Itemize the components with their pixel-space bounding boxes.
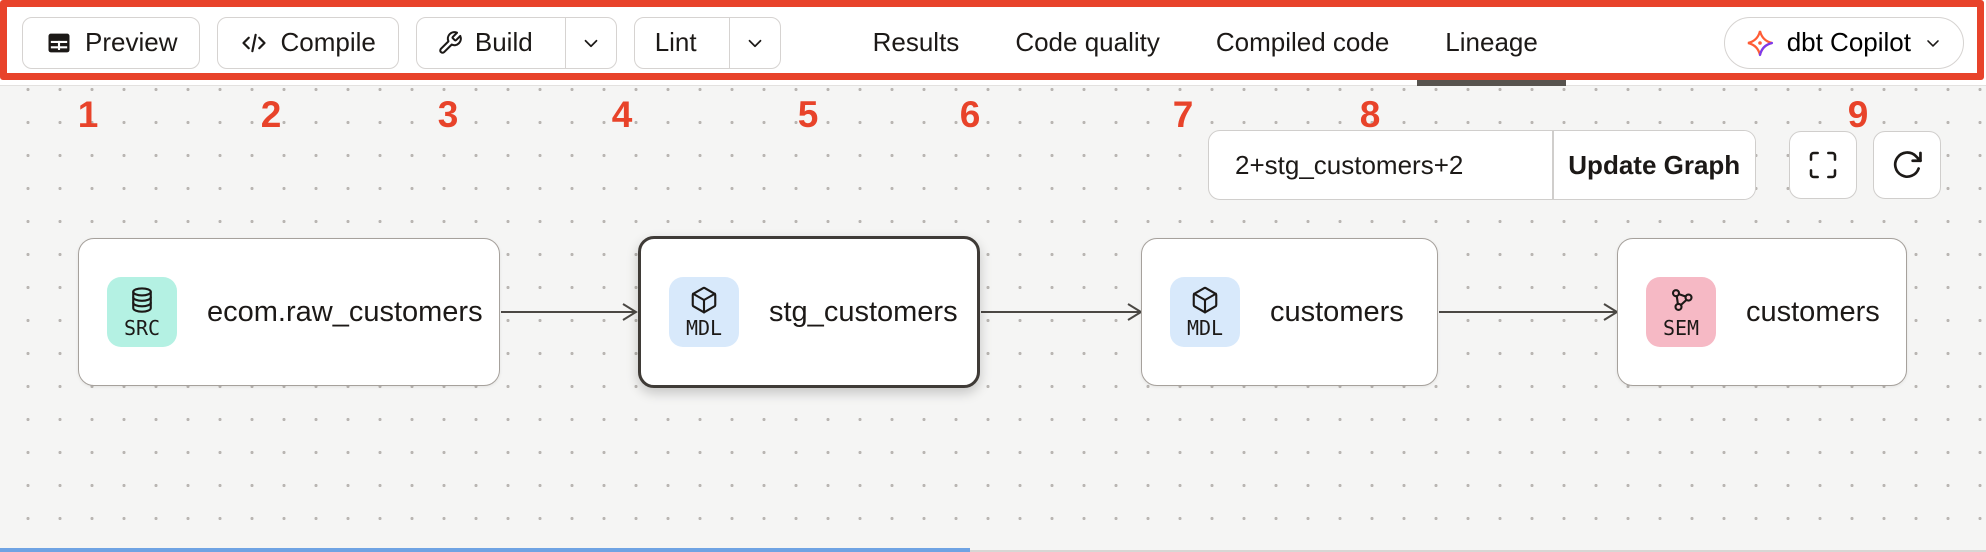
chevron-down-icon [1923, 33, 1943, 53]
tab-code-quality-label: Code quality [1015, 27, 1160, 57]
refresh-button[interactable] [1873, 131, 1941, 199]
divider [1552, 131, 1554, 199]
build-button[interactable]: Build [417, 18, 553, 68]
tab-lineage-label: Lineage [1445, 27, 1538, 57]
node-badge-label: SRC [123, 316, 161, 340]
tab-lineage[interactable]: Lineage [1417, 0, 1566, 86]
preview-button-label: Preview [85, 27, 178, 57]
model-badge: MDL [669, 277, 739, 347]
update-graph-button[interactable]: Update Graph [1553, 131, 1755, 199]
annotation-number: 1 [77, 94, 99, 135]
source-badge: SRC [107, 277, 177, 347]
tab-results-label: Results [872, 27, 960, 57]
lineage-node-stg-customers[interactable]: MDL stg_customers [638, 236, 980, 388]
annotation-number: 8 [1359, 94, 1381, 135]
node-badge-label: MDL [685, 316, 723, 340]
annotation-number: 6 [959, 94, 981, 135]
lineage-node-customers-semantic[interactable]: SEM customers [1617, 238, 1907, 386]
lineage-selector-group: Update Graph [1208, 130, 1756, 200]
build-dropdown-button[interactable] [564, 17, 616, 68]
tab-code-quality[interactable]: Code quality [987, 0, 1188, 86]
build-split-button: Build [415, 16, 617, 69]
annotation-number: 3 [437, 94, 459, 135]
tab-compiled-code[interactable]: Compiled code [1188, 0, 1417, 86]
code-icon [240, 29, 268, 57]
lint-button[interactable]: Lint [635, 18, 717, 68]
tab-results[interactable]: Results [845, 0, 988, 86]
compile-button[interactable]: Compile [217, 16, 399, 69]
chevron-down-icon [744, 32, 766, 54]
table-icon [45, 29, 73, 57]
wrench-icon [437, 30, 463, 56]
lineage-node-source[interactable]: SRC ecom.raw_customers [78, 238, 500, 386]
fullscreen-icon [1807, 149, 1839, 181]
model-badge: MDL [1170, 277, 1240, 347]
editor-toolbar: Preview Compile Build [0, 0, 1986, 86]
dbt-logo-icon [1745, 28, 1775, 58]
lineage-selector-input[interactable] [1209, 131, 1552, 199]
node-label: customers [1270, 295, 1404, 328]
node-badge-label: SEM [1662, 316, 1700, 340]
annotation-number: 5 [797, 94, 819, 135]
lint-dropdown-button[interactable] [728, 17, 780, 68]
database-icon [127, 285, 157, 315]
preview-button[interactable]: Preview [22, 16, 201, 69]
compile-button-label: Compile [280, 27, 376, 57]
bottom-border [0, 550, 1986, 552]
lint-button-label: Lint [654, 27, 697, 57]
node-label: stg_customers [769, 295, 958, 328]
semantic-model-icon [1666, 285, 1696, 315]
node-label: ecom.raw_customers [207, 295, 483, 328]
dbt-copilot-label: dbt Copilot [1786, 27, 1911, 57]
lint-split-button: Lint [633, 16, 781, 69]
build-button-label: Build [474, 27, 533, 57]
annotation-number: 7 [1172, 94, 1194, 135]
chevron-down-icon [580, 32, 602, 54]
semantic-badge: SEM [1646, 277, 1716, 347]
node-badge-label: MDL [1186, 316, 1224, 340]
fullscreen-button[interactable] [1789, 131, 1857, 199]
refresh-icon [1890, 148, 1924, 182]
result-tabs: Results Code quality Compiled code Linea… [845, 0, 1566, 86]
node-label: customers [1746, 295, 1880, 328]
annotation-number: 4 [611, 94, 633, 135]
cube-icon [1190, 285, 1220, 315]
annotation-number: 9 [1847, 94, 1869, 135]
dbt-copilot-button[interactable]: dbt Copilot [1723, 16, 1964, 69]
annotation-number: 2 [260, 94, 282, 135]
tab-compiled-code-label: Compiled code [1215, 27, 1390, 57]
bottom-scroll-indicator[interactable] [0, 548, 970, 552]
cube-icon [689, 285, 719, 315]
lineage-node-customers-model[interactable]: MDL customers [1141, 238, 1438, 386]
